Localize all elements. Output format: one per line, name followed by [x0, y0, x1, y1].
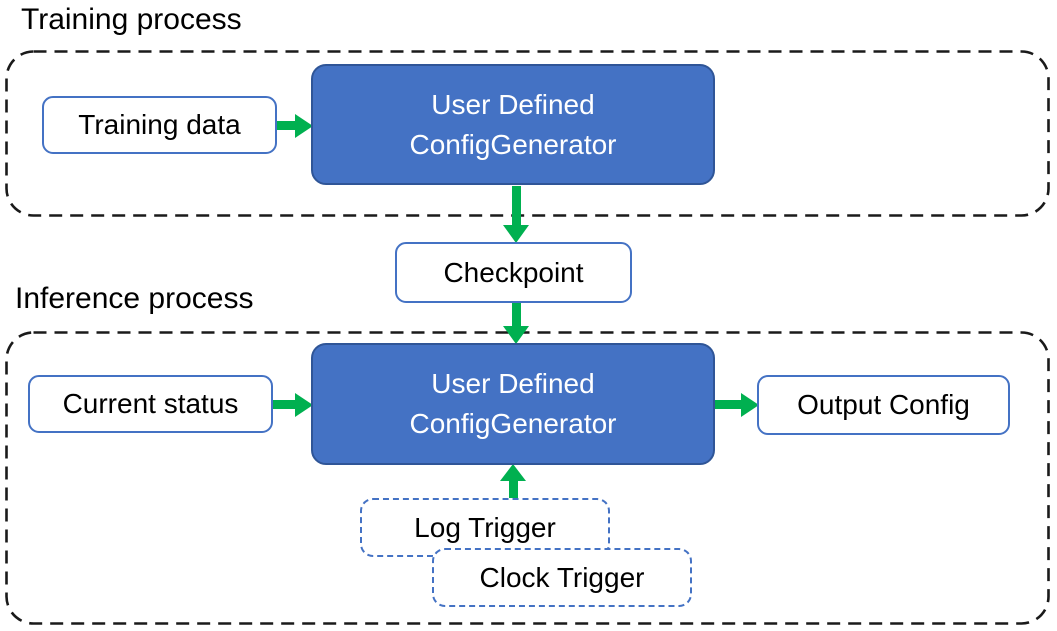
training-config-generator-node: User Defined ConfigGenerator [311, 64, 715, 185]
arrow-head-down-icon [503, 326, 529, 344]
inference-config-generator-line1: User Defined [431, 368, 595, 399]
arrow-training-data-to-generator [276, 113, 313, 138]
arrow-shaft [511, 303, 521, 326]
training-data-label: Training data [78, 109, 241, 140]
output-config-node: Output Config [757, 375, 1010, 435]
checkpoint-node: Checkpoint [395, 242, 632, 303]
log-trigger-label: Log Trigger [414, 511, 556, 543]
clock-trigger-node: Clock Trigger [432, 548, 692, 607]
current-status-node: Current status [28, 375, 273, 433]
clock-trigger-label: Clock Trigger [479, 561, 645, 593]
inference-config-generator-node: User Defined ConfigGenerator [311, 343, 715, 465]
arrow-head-right-icon [295, 113, 313, 138]
current-status-label: Current status [62, 388, 239, 419]
arrow-head-right-icon [741, 392, 759, 417]
arrow-generator-to-output-config [714, 392, 759, 417]
training-config-generator-line2: ConfigGenerator [409, 128, 617, 160]
arrow-head-right-icon [295, 392, 313, 417]
arrow-current-status-to-generator [271, 392, 313, 417]
output-config-label: Output Config [797, 389, 970, 420]
training-config-generator-line1: User Defined [431, 88, 595, 120]
inference-config-generator-line2: ConfigGenerator [409, 408, 617, 439]
checkpoint-label: Checkpoint [443, 256, 584, 288]
arrow-generator-to-checkpoint [503, 186, 529, 243]
inference-process-title: Inference process [15, 282, 254, 315]
arrow-shaft [276, 121, 295, 130]
training-data-node: Training data [42, 96, 277, 154]
arrow-shaft [714, 400, 741, 409]
arrow-shaft [511, 186, 521, 225]
arrow-triggers-to-generator [500, 464, 526, 499]
arrow-shaft [271, 400, 295, 409]
arrow-head-up-icon [500, 464, 526, 481]
arrow-head-down-icon [503, 225, 529, 243]
arrow-shaft [508, 481, 518, 499]
training-process-title: Training process [21, 3, 242, 36]
arrow-checkpoint-to-inference-generator [503, 303, 529, 344]
training-process-container [5, 50, 1050, 217]
